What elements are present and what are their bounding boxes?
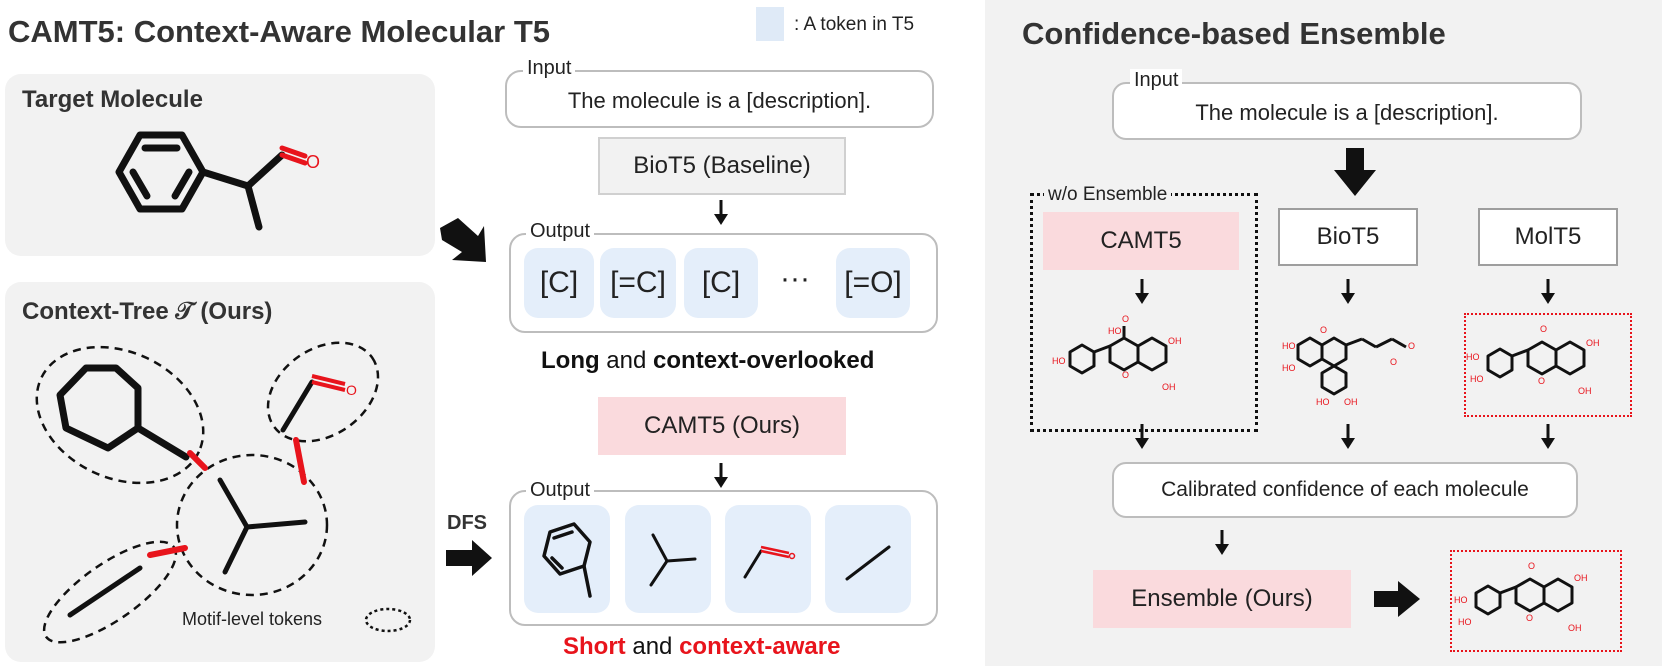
motif-token-branch (625, 505, 711, 613)
token-double-o: [=O] (836, 248, 910, 318)
token-double-c: [=C] (600, 248, 676, 318)
svg-text:O: O (1122, 370, 1129, 380)
svg-text:OH: OH (1162, 382, 1176, 392)
down-arrow-icon (1341, 279, 1355, 304)
token-ellipsis: ··· (780, 262, 810, 295)
svg-text:HO: HO (1466, 352, 1480, 362)
ours-caption: Short and context-aware (563, 633, 840, 661)
svg-text:OH: OH (1574, 573, 1588, 583)
motif-legend-label: Motif-level tokens (182, 609, 323, 629)
svg-text:O: O (1528, 561, 1535, 571)
caption-long: Long (541, 347, 600, 374)
molt5-molecule-image: HO HO O OH OH O (1466, 324, 1600, 396)
svg-text:O: O (1390, 357, 1397, 367)
right-arrow-icon (440, 218, 486, 262)
ensemble-ours-box: Ensemble (Ours) (1093, 570, 1351, 628)
svg-text:OH: OH (1168, 336, 1182, 346)
token-c-1: [C] (524, 248, 594, 318)
baseline-input-label: Input (523, 57, 576, 79)
svg-text:HO: HO (1454, 595, 1468, 605)
baseline-caption: Long and context-overlooked (541, 347, 874, 375)
baseline-input-text: The molecule is a [description]. (567, 88, 872, 113)
caption-context-aware: context-aware (679, 633, 841, 660)
molt5-model-box: MolT5 (1478, 208, 1618, 266)
context-tree-panel (5, 282, 435, 662)
down-arrow-icon (1541, 424, 1555, 449)
motif-token-methyl (825, 505, 911, 613)
ensemble-input-group (1112, 82, 1582, 140)
svg-text:HO: HO (1282, 341, 1296, 351)
dfs-arrow-icon (446, 540, 492, 576)
ensemble-input-text: The molecule is a [description]. (1195, 100, 1499, 125)
legend-label: : A token in T5 (794, 14, 915, 35)
motif-token-benzene (524, 505, 610, 613)
dfs-label: DFS (447, 512, 487, 534)
calibrated-confidence-box: Calibrated confidence of each molecule (1112, 462, 1578, 518)
camt5-model-box: CAMT5 (1043, 212, 1239, 270)
legend-token-swatch (756, 7, 784, 41)
down-arrow-icon (1135, 279, 1149, 304)
ensemble-result-frame (1450, 550, 1622, 652)
big-down-arrow-icon (1334, 148, 1376, 196)
svg-text:OH: OH (1586, 338, 1600, 348)
svg-text:O: O (1122, 314, 1129, 324)
target-molecule-panel (5, 74, 435, 256)
context-tree-diagram: O (35, 341, 412, 644)
svg-text:O: O (1540, 324, 1547, 334)
down-arrow-icon (714, 200, 728, 225)
baseline-output-label: Output (526, 220, 595, 242)
token-c-2: [C] (684, 248, 758, 318)
right-arrow-icon (1374, 581, 1420, 617)
svg-text:O: O (1526, 613, 1533, 623)
svg-text:O: O (306, 152, 320, 172)
svg-text:O: O (1408, 341, 1415, 351)
svg-text:OH: OH (1568, 623, 1582, 633)
svg-text:O: O (1320, 325, 1327, 335)
aldehyde-motif-icon (743, 545, 796, 579)
svg-text:OH: OH (1344, 397, 1358, 407)
baseline-model-box: BioT5 (Baseline) (598, 137, 846, 195)
svg-text:HO: HO (1282, 363, 1296, 373)
svg-text:HO: HO (1108, 326, 1122, 336)
ensemble-result-molecule-image: HO HO O OH OH O (1454, 561, 1588, 633)
biot5-model-box: BioT5 (1278, 208, 1418, 266)
molt5-molecule-frame (1464, 313, 1632, 417)
camt5-ours-box: CAMT5 (Ours) (598, 397, 846, 455)
svg-text:HO: HO (1052, 356, 1066, 366)
svg-text:HO: HO (1458, 617, 1472, 627)
target-molecule-structure: O (115, 131, 320, 231)
down-arrow-icon (1135, 424, 1149, 449)
context-tree-title: Context-Tree 𝒯 (Ours) (22, 298, 273, 325)
benzene-motif-icon (542, 522, 592, 598)
ensemble-input-label: Input (1130, 69, 1183, 91)
svg-text:HO: HO (1470, 374, 1484, 384)
baseline-input-group (505, 70, 934, 128)
down-arrow-icon (1215, 530, 1229, 555)
down-arrow-icon (1541, 279, 1555, 304)
svg-text:HO: HO (1316, 397, 1330, 407)
biot5-molecule-image: HO HO O OH HO O O (1282, 325, 1415, 407)
caption-short: Short (563, 633, 626, 660)
right-title: Confidence-based Ensemble (1022, 16, 1446, 51)
svg-text:O: O (346, 382, 357, 398)
caption-context-overlooked: context-overlooked (653, 347, 875, 374)
motif-token-aldehyde (725, 505, 811, 613)
down-arrow-icon (714, 463, 728, 488)
caption-and-2: and (625, 633, 680, 660)
svg-text:O: O (1538, 376, 1545, 386)
methyl-motif-icon (845, 545, 891, 581)
branch-motif-icon (649, 533, 697, 587)
down-arrow-icon (1341, 424, 1355, 449)
left-title: CAMT5: Context-Aware Molecular T5 (8, 14, 551, 49)
caption-and-1: and (599, 347, 654, 374)
svg-text:OH: OH (1578, 386, 1592, 396)
ours-output-label: Output (526, 479, 595, 501)
target-molecule-title: Target Molecule (22, 86, 203, 113)
wo-ensemble-label: w/o Ensemble (1044, 184, 1172, 206)
